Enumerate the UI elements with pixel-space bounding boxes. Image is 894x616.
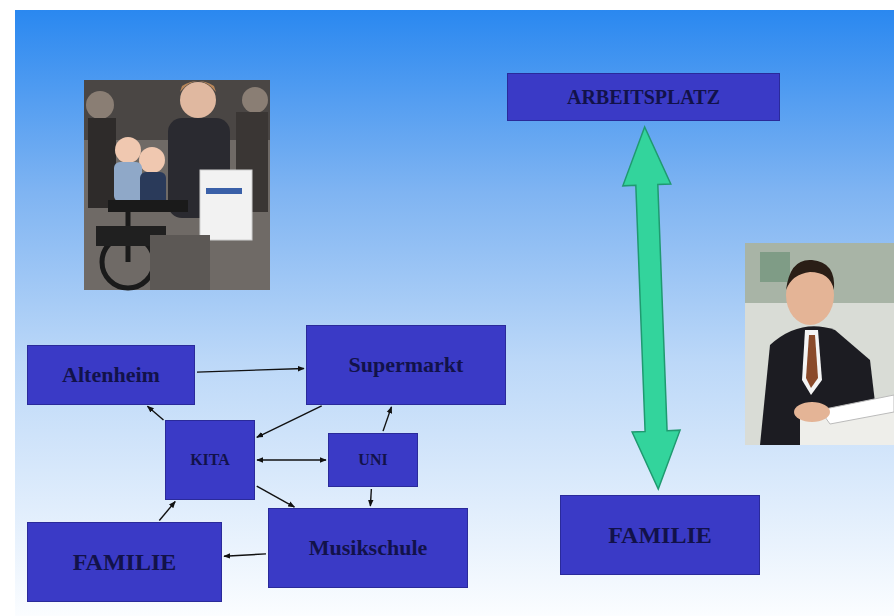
flow-arrow (383, 407, 391, 431)
flow-arrow (224, 554, 266, 556)
flow-arrow (257, 459, 326, 460)
place-box: Musikschule (268, 508, 468, 588)
box-label: KITA (190, 451, 230, 469)
flow-arrow (257, 486, 295, 507)
flow-arrow (370, 489, 372, 506)
mother-bike-photo (84, 80, 270, 290)
workplace-box: ARBEITSPLATZ (507, 73, 780, 121)
double-arrow (623, 127, 680, 489)
flow-arrow (197, 368, 304, 372)
box-label: Musikschule (309, 536, 428, 560)
flow-arrow (147, 406, 163, 420)
place-box: KITA (165, 420, 255, 500)
box-label: Altenheim (62, 363, 160, 387)
family-box: FAMILIE (560, 495, 760, 575)
businessman-photo (745, 243, 894, 445)
box-label: UNI (358, 451, 387, 469)
box-label: ARBEITSPLATZ (567, 86, 720, 108)
family-box: FAMILIE (27, 522, 222, 602)
place-box: Supermarkt (306, 325, 506, 405)
flow-arrow (159, 502, 175, 521)
box-label: FAMILIE (73, 549, 177, 575)
box-label: FAMILIE (608, 522, 712, 548)
box-label: Supermarkt (349, 353, 464, 377)
flow-arrow (257, 406, 322, 437)
place-box: UNI (328, 433, 418, 487)
place-box: Altenheim (27, 345, 195, 405)
